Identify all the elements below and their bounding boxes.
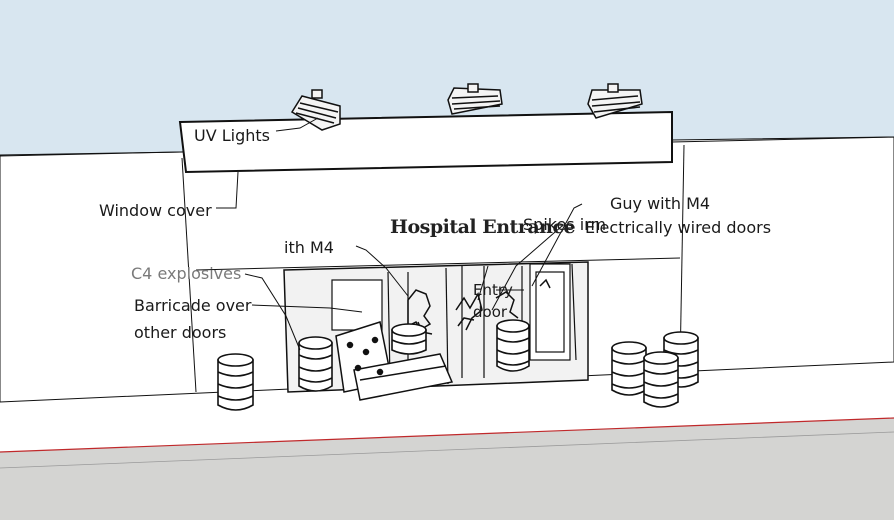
barrel-2 xyxy=(298,336,333,392)
barrel-4 xyxy=(496,319,530,372)
barrel-3 xyxy=(391,323,427,355)
leader-lines xyxy=(216,117,583,351)
window-cover-label: Window cover xyxy=(99,201,212,220)
barrel-1 xyxy=(217,353,254,411)
curb-line xyxy=(0,417,894,453)
uv-light-left xyxy=(290,89,341,131)
uv-lights-label: UV Lights xyxy=(194,126,271,145)
entry-door-label-line1: Entry xyxy=(473,281,513,299)
window-cover xyxy=(178,110,673,174)
curb-edge xyxy=(0,431,894,469)
electrically-wired-doors-label: Electrically wired doors xyxy=(585,218,772,237)
guy-with-m4-label: Guy with M4 xyxy=(610,194,711,213)
barricade-label-line1: Barricade over xyxy=(134,296,252,315)
guy-with-m4-right xyxy=(495,291,519,319)
barricade-label-line2: other doors xyxy=(134,323,227,342)
electrically-wired-door xyxy=(529,263,571,361)
c4-explosives-label: C4 explosives xyxy=(131,264,242,283)
awning-line xyxy=(195,257,681,271)
guy-with-m4-partial-label: ith M4 xyxy=(284,238,334,257)
barrel-7 xyxy=(643,351,679,408)
barricade xyxy=(335,321,454,401)
entry-door-label-line2: door xyxy=(473,303,508,321)
spikes-label: Spikes irm xyxy=(523,215,607,234)
uv-light-right xyxy=(587,83,643,119)
hospital-entrance-label: Hospital Entrance xyxy=(390,216,576,238)
uv-light-center xyxy=(447,83,503,115)
barrel-group xyxy=(217,319,699,411)
spikes xyxy=(455,278,551,331)
barrel-5 xyxy=(611,341,647,396)
